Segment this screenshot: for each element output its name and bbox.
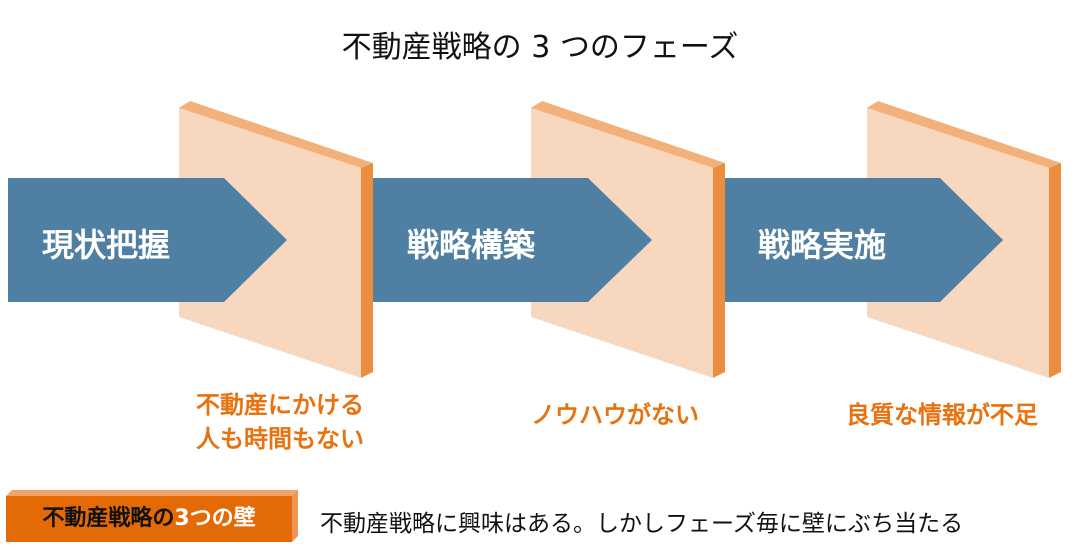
phase-label-3: 戦略実施 (758, 226, 887, 264)
wall-caption-2: ノウハウがない (531, 401, 699, 429)
phase-label-1: 現状把握 (42, 226, 171, 264)
three-walls-badge: 不動産戦略の3つの壁 (6, 496, 292, 542)
phase-label-2: 戦略構築 (407, 226, 536, 264)
diagram-title: 不動産戦略の 3 つのフェーズ (341, 30, 739, 65)
footer-description: 不動産戦略に興味はある。しかしフェーズ毎に壁にぶち当たる (320, 511, 964, 537)
badge-highlight: 3つの壁 (174, 506, 256, 531)
phase-arrow-1 (8, 178, 287, 302)
caption-line: 不動産にかける (196, 391, 364, 419)
wall-caption-1: 不動産にかける 人も時間もない (170, 388, 390, 456)
caption-line: 人も時間もない (196, 425, 364, 453)
wall-caption-3: 良質な情報が不足 (846, 401, 1038, 429)
badge-3d-edge (6, 490, 298, 542)
badge-prefix: 不動産戦略の (42, 506, 175, 531)
